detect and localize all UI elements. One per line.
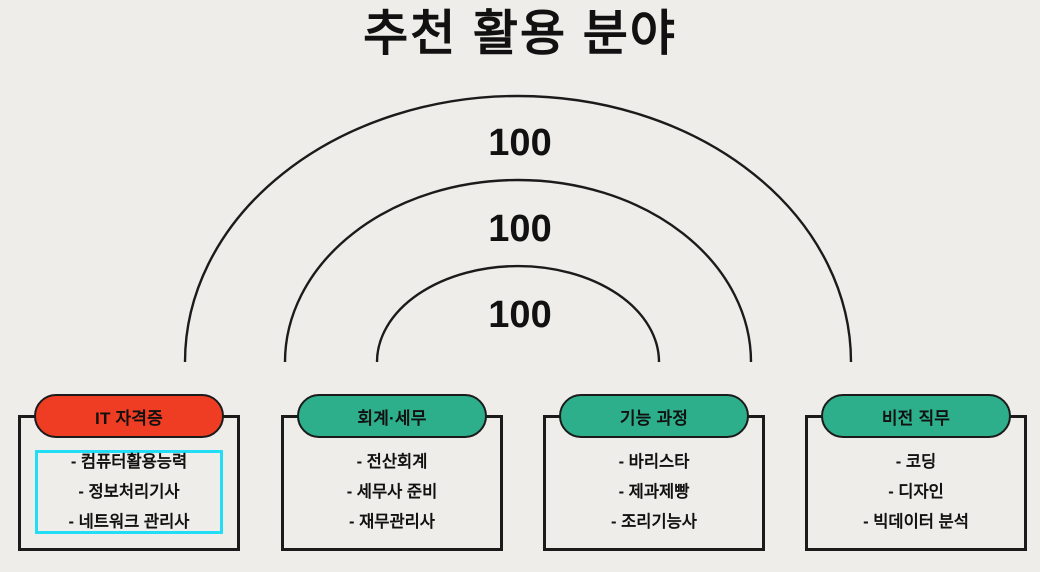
category-column-it[interactable]: IT 자격증 - 컴퓨터활용능력 - 정보처리기사 - 네트워크 관리사 (18, 394, 240, 551)
category-header-vision[interactable]: 비전 직무 (821, 394, 1011, 438)
arc-label-inner: 100 (488, 294, 552, 336)
list-item: - 바리스타 (618, 452, 690, 471)
category-column-accounting[interactable]: 회계·세무 - 전산회계 - 세무사 준비 - 재무관리사 (281, 394, 503, 551)
arc-label-outer: 100 (488, 122, 552, 164)
list-item: - 디자인 (888, 482, 944, 501)
arc-outer (183, 94, 853, 363)
category-column-vision[interactable]: 비전 직무 - 코딩 - 디자인 - 빅데이터 분석 (805, 394, 1027, 551)
category-header-skills[interactable]: 기능 과정 (559, 394, 749, 438)
list-item: - 세무사 준비 (346, 482, 438, 501)
list-item: - 빅데이터 분석 (863, 512, 969, 531)
list-item: - 정보처리기사 (78, 482, 180, 501)
list-item: - 컴퓨터활용능력 (70, 452, 188, 471)
list-item: - 제과제빵 (618, 482, 690, 501)
category-item-list-vision: - 코딩 - 디자인 - 빅데이터 분석 (822, 450, 1010, 534)
list-item: - 전산회계 (356, 452, 428, 471)
list-item: - 코딩 (895, 452, 937, 471)
list-item: - 재무관리사 (349, 512, 435, 531)
arc-inner (375, 264, 661, 363)
page-title: 추천 활용 분야 (363, 7, 677, 61)
category-header-it[interactable]: IT 자격증 (34, 394, 224, 438)
arc-label-middle: 100 (488, 208, 552, 250)
list-item: - 조리기능사 (611, 512, 697, 531)
category-item-list-accounting: - 전산회계 - 세무사 준비 - 재무관리사 (298, 450, 486, 534)
arc-middle (283, 178, 753, 363)
category-item-list-skills: - 바리스타 - 제과제빵 - 조리기능사 (560, 450, 748, 534)
category-item-list-it: - 컴퓨터활용능력 - 정보처리기사 - 네트워크 관리사 (35, 450, 223, 534)
category-column-skills[interactable]: 기능 과정 - 바리스타 - 제과제빵 - 조리기능사 (543, 394, 765, 551)
category-header-accounting[interactable]: 회계·세무 (297, 394, 487, 438)
list-item: - 네트워크 관리사 (68, 512, 190, 531)
